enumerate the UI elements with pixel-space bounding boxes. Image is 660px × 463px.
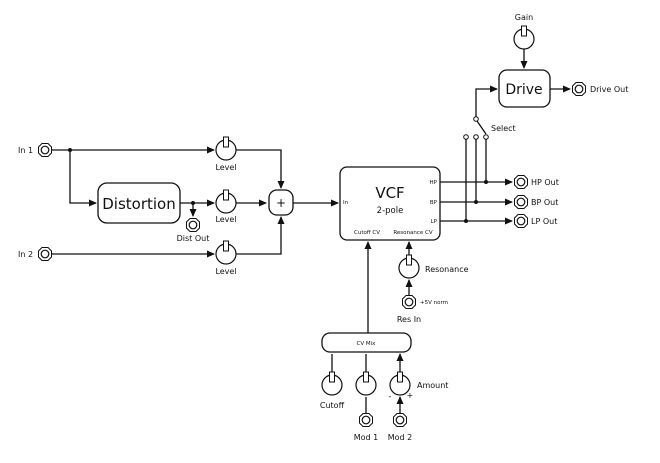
vcf-subtitle: 2-pole xyxy=(377,206,404,216)
in2-label: In 2 xyxy=(18,250,33,259)
drive-out-jack[interactable] xyxy=(571,81,587,97)
gain-knob[interactable] xyxy=(513,25,535,50)
select-switch[interactable] xyxy=(473,116,479,122)
level-label: Level xyxy=(215,163,236,172)
res-in-label: Res In xyxy=(397,315,421,324)
mod1-jack[interactable] xyxy=(358,412,374,428)
distortion-label: Distortion xyxy=(102,195,176,213)
hp-out-jack[interactable] xyxy=(513,174,529,190)
dist-out-jack[interactable] xyxy=(185,217,201,233)
vcf-title: VCF xyxy=(375,184,404,202)
level-knob-3[interactable] xyxy=(215,240,237,265)
vcf-lp-label: LP xyxy=(431,219,438,225)
mod1-amount-knob[interactable] xyxy=(355,371,377,396)
in1-jack[interactable] xyxy=(37,142,53,158)
vcf-in-label: In xyxy=(343,200,349,206)
cv-mix-label: CV Mix xyxy=(357,341,377,347)
lp-out-label: LP Out xyxy=(531,217,557,226)
resonance-label: Resonance xyxy=(425,265,469,274)
mod1-label: Mod 1 xyxy=(354,433,379,442)
sum-symbol: + xyxy=(276,196,286,210)
mod2-label: Mod 2 xyxy=(388,433,413,442)
drive-label: Drive xyxy=(505,82,542,98)
level-knob-2[interactable] xyxy=(215,189,237,214)
resonance-knob[interactable] xyxy=(398,254,420,279)
resonance-cv-label: Resonance CV xyxy=(393,230,433,236)
vcf-block xyxy=(339,166,441,241)
level-label: Level xyxy=(215,215,236,224)
cutoff-label: Cutoff xyxy=(320,401,345,410)
minus-label: - xyxy=(389,392,392,401)
level-label: Level xyxy=(215,267,236,276)
lp-out-jack[interactable] xyxy=(513,213,529,229)
select-label: Select xyxy=(491,124,516,133)
dist-out-label: Dist Out xyxy=(177,234,210,243)
hp-out-label: HP Out xyxy=(531,178,559,187)
vcf-hp-label: HP xyxy=(430,180,438,186)
level-knob-1[interactable] xyxy=(215,136,237,161)
in2-jack[interactable] xyxy=(37,246,53,262)
cutoff-knob[interactable] xyxy=(321,371,343,396)
cv-mix-block xyxy=(321,332,412,353)
bp-out-label: BP Out xyxy=(531,198,558,207)
res-in-jack[interactable] xyxy=(401,294,417,310)
gain-label: Gain xyxy=(515,13,533,22)
cutoff-cv-label: Cutoff CV xyxy=(354,230,380,236)
vcf-bp-label: BP xyxy=(430,200,438,206)
bp-out-jack[interactable] xyxy=(513,194,529,210)
mod2-jack[interactable] xyxy=(392,412,408,428)
drive-out-label: Drive Out xyxy=(590,85,628,94)
in1-label: In 1 xyxy=(18,146,33,155)
plus-label: + xyxy=(407,391,414,400)
amount-label: Amount xyxy=(417,381,448,390)
norm-label: +5V norm xyxy=(420,300,448,306)
